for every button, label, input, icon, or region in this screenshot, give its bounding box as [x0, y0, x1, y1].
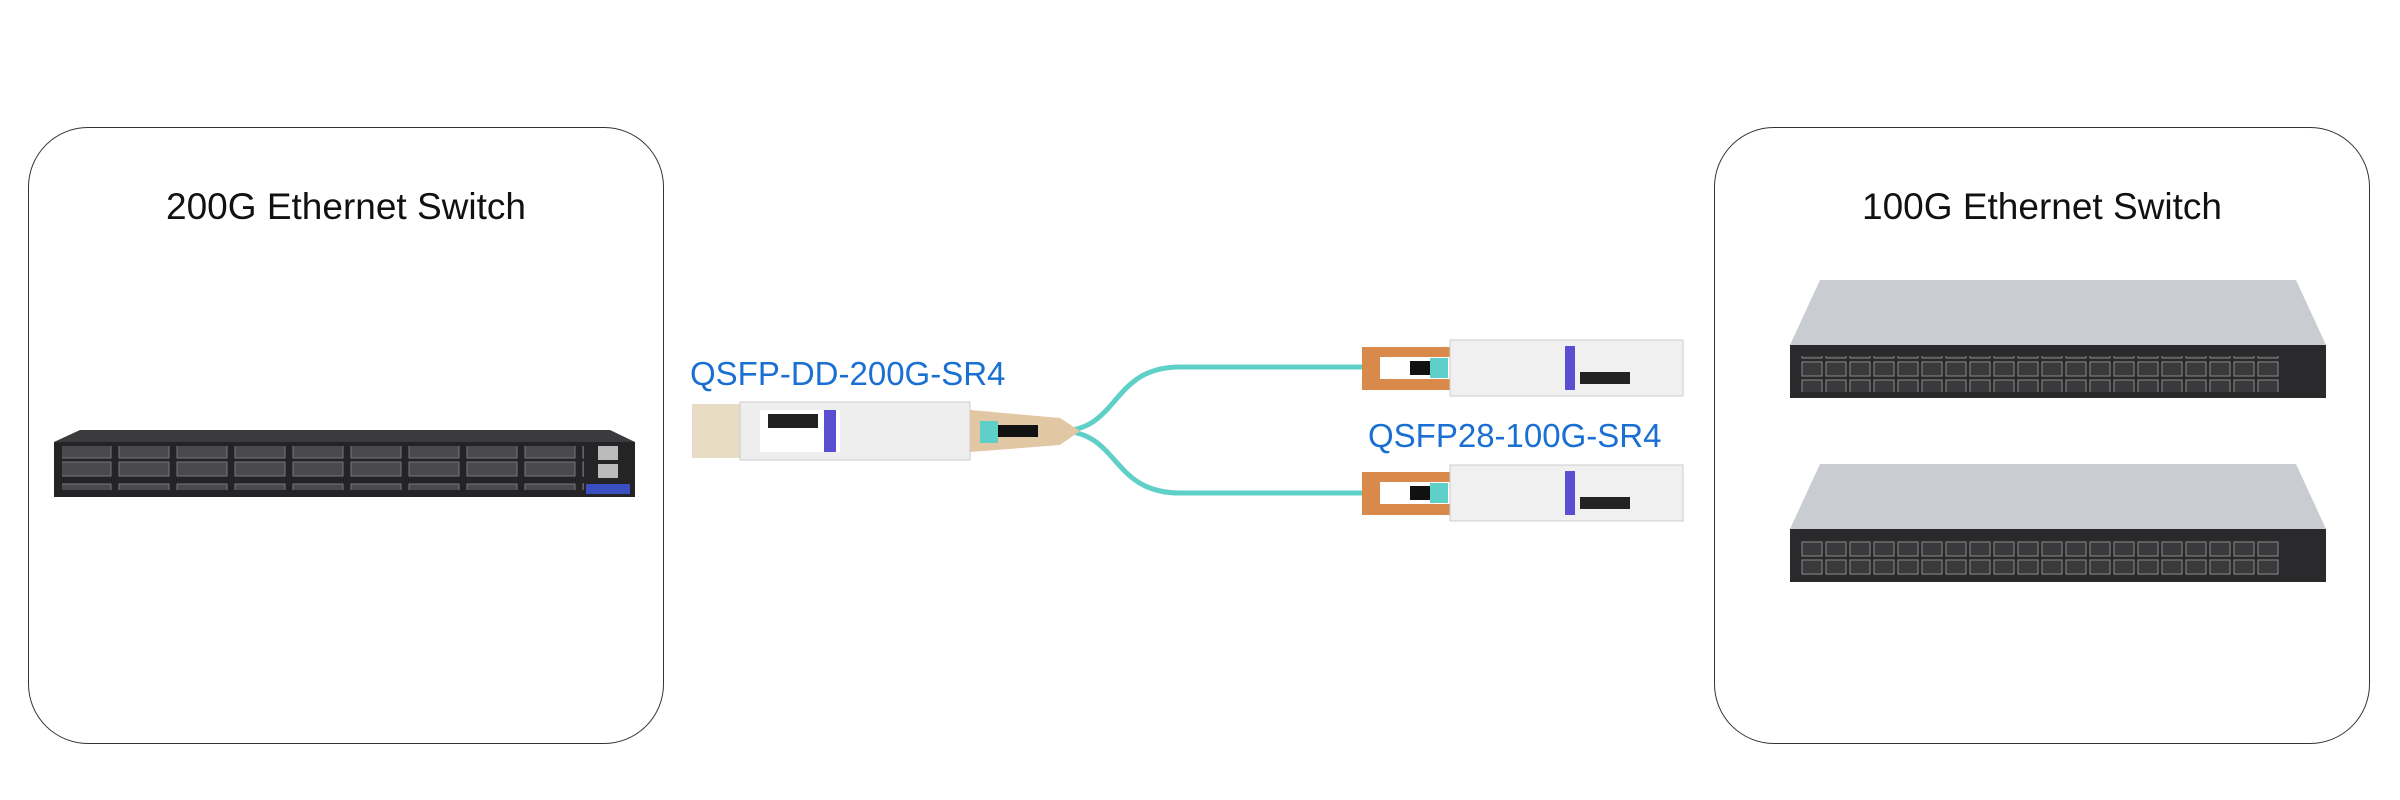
breakout-cable	[1059, 364, 1430, 496]
switch-100g-image-2	[1790, 464, 2326, 582]
switch-100g-image-1	[1790, 280, 2326, 398]
panel-title-100g: 100G Ethernet Switch	[1862, 186, 2222, 227]
qsfp28-module-image-2	[1362, 464, 1684, 522]
panel-100g-switch: 100G Ethernet Switch	[1714, 127, 2370, 744]
qsfp28-module-image-1	[1362, 339, 1684, 397]
panel-title-200g: 200G Ethernet Switch	[166, 186, 526, 227]
qsfp28-label: QSFP28-100G-SR4	[1368, 417, 1662, 454]
panel-200g-switch: 200G Ethernet Switch	[28, 127, 664, 744]
switch-200g-image	[54, 430, 635, 497]
qsfp-dd-module-image	[692, 401, 1080, 461]
qsfp-dd-label: QSFP-DD-200G-SR4	[690, 355, 1006, 392]
